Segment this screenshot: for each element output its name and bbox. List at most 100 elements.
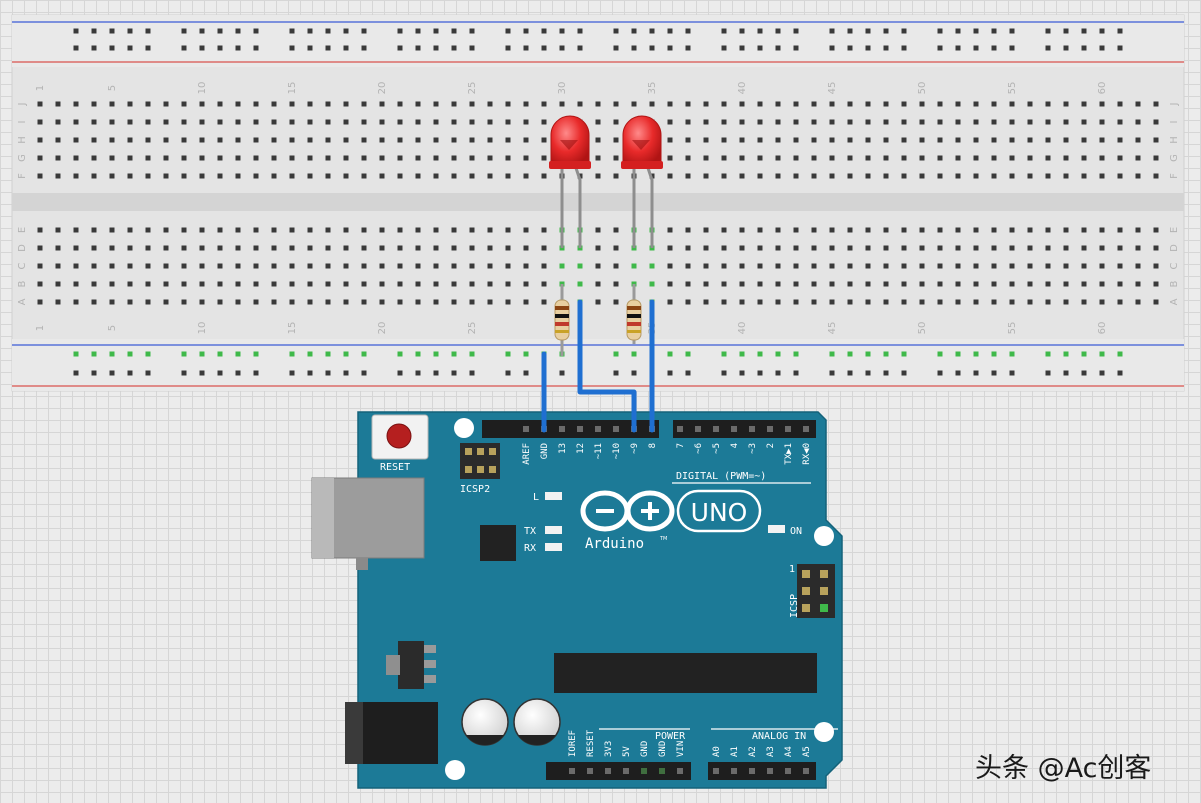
breadboard-hole[interactable] <box>523 137 529 143</box>
breadboard-hole[interactable] <box>739 137 745 143</box>
rail-hole[interactable] <box>1117 351 1123 357</box>
breadboard-hole[interactable] <box>163 173 169 179</box>
rail-hole[interactable] <box>577 45 583 51</box>
breadboard-hole[interactable] <box>577 263 583 269</box>
rail-hole[interactable] <box>91 45 97 51</box>
breadboard-hole[interactable] <box>847 173 853 179</box>
breadboard-hole[interactable] <box>415 101 421 107</box>
breadboard-hole[interactable] <box>703 137 709 143</box>
breadboard-hole[interactable] <box>739 155 745 161</box>
rail-hole[interactable] <box>847 370 853 376</box>
breadboard-hole[interactable] <box>145 155 151 161</box>
breadboard-hole[interactable] <box>127 299 133 305</box>
breadboard-hole[interactable] <box>37 101 43 107</box>
breadboard-hole[interactable] <box>109 281 115 287</box>
header-pin[interactable] <box>767 426 773 432</box>
breadboard-hole[interactable] <box>343 281 349 287</box>
breadboard-hole[interactable] <box>289 245 295 251</box>
rail-hole[interactable] <box>397 351 403 357</box>
breadboard-hole[interactable] <box>55 137 61 143</box>
rail-hole[interactable] <box>433 370 439 376</box>
rail-hole[interactable] <box>865 45 871 51</box>
breadboard-hole[interactable] <box>325 245 331 251</box>
breadboard-hole[interactable] <box>901 263 907 269</box>
breadboard-hole[interactable] <box>721 155 727 161</box>
breadboard-hole[interactable] <box>721 281 727 287</box>
breadboard-hole[interactable] <box>325 137 331 143</box>
breadboard-hole[interactable] <box>181 245 187 251</box>
breadboard-hole[interactable] <box>955 281 961 287</box>
breadboard-hole[interactable] <box>1099 155 1105 161</box>
breadboard-hole[interactable] <box>775 119 781 125</box>
breadboard-hole[interactable] <box>1063 137 1069 143</box>
breadboard-hole[interactable] <box>919 155 925 161</box>
breadboard-hole[interactable] <box>775 299 781 305</box>
breadboard-hole[interactable] <box>775 245 781 251</box>
rail-hole[interactable] <box>1045 351 1051 357</box>
breadboard-hole[interactable] <box>919 173 925 179</box>
rail-hole[interactable] <box>109 370 115 376</box>
breadboard-hole[interactable] <box>145 227 151 233</box>
breadboard-hole[interactable] <box>343 119 349 125</box>
breadboard-hole[interactable] <box>343 263 349 269</box>
header-pin[interactable] <box>713 768 719 774</box>
rail-hole[interactable] <box>235 370 241 376</box>
breadboard-hole[interactable] <box>1117 299 1123 305</box>
breadboard-hole[interactable] <box>361 227 367 233</box>
breadboard-hole[interactable] <box>271 101 277 107</box>
breadboard-hole[interactable] <box>541 119 547 125</box>
breadboard-hole[interactable] <box>271 281 277 287</box>
breadboard-hole[interactable] <box>253 101 259 107</box>
breadboard-hole[interactable] <box>145 245 151 251</box>
breadboard-hole[interactable] <box>253 299 259 305</box>
breadboard-hole[interactable] <box>271 245 277 251</box>
breadboard-hole[interactable] <box>739 281 745 287</box>
breadboard-hole[interactable] <box>703 299 709 305</box>
breadboard-hole[interactable] <box>685 137 691 143</box>
breadboard-hole[interactable] <box>883 101 889 107</box>
rail-hole[interactable] <box>199 28 205 34</box>
breadboard-hole[interactable] <box>469 281 475 287</box>
rail-hole[interactable] <box>955 45 961 51</box>
rail-hole[interactable] <box>451 351 457 357</box>
breadboard-hole[interactable] <box>127 101 133 107</box>
breadboard-hole[interactable] <box>397 263 403 269</box>
rail-hole[interactable] <box>793 370 799 376</box>
breadboard-hole[interactable] <box>163 281 169 287</box>
breadboard-hole[interactable] <box>379 137 385 143</box>
breadboard-hole[interactable] <box>811 227 817 233</box>
breadboard-hole[interactable] <box>793 227 799 233</box>
breadboard-hole[interactable] <box>361 263 367 269</box>
rail-hole[interactable] <box>721 45 727 51</box>
breadboard-hole[interactable] <box>775 227 781 233</box>
breadboard-hole[interactable] <box>307 173 313 179</box>
breadboard-hole[interactable] <box>739 299 745 305</box>
breadboard-hole[interactable] <box>415 119 421 125</box>
breadboard-hole[interactable] <box>325 119 331 125</box>
breadboard-hole[interactable] <box>703 263 709 269</box>
rail-hole[interactable] <box>505 28 511 34</box>
breadboard-hole[interactable] <box>271 173 277 179</box>
breadboard-hole[interactable] <box>937 227 943 233</box>
breadboard-hole[interactable] <box>379 281 385 287</box>
rail-hole[interactable] <box>937 45 943 51</box>
rail-hole[interactable] <box>1099 28 1105 34</box>
rail-hole[interactable] <box>1081 351 1087 357</box>
rail-hole[interactable] <box>1009 45 1015 51</box>
breadboard-hole[interactable] <box>991 101 997 107</box>
breadboard-hole[interactable] <box>73 263 79 269</box>
breadboard-hole[interactable] <box>883 155 889 161</box>
breadboard-hole[interactable] <box>595 299 601 305</box>
breadboard-hole[interactable] <box>703 245 709 251</box>
breadboard-hole[interactable] <box>541 101 547 107</box>
rail-hole[interactable] <box>109 45 115 51</box>
breadboard-hole[interactable] <box>451 137 457 143</box>
breadboard-hole[interactable] <box>1153 245 1159 251</box>
breadboard-hole[interactable] <box>325 281 331 287</box>
breadboard-hole[interactable] <box>415 227 421 233</box>
led-1[interactable] <box>549 115 591 248</box>
breadboard-hole[interactable] <box>235 101 241 107</box>
rail-hole[interactable] <box>757 28 763 34</box>
rail-hole[interactable] <box>991 45 997 51</box>
breadboard-hole[interactable] <box>595 263 601 269</box>
